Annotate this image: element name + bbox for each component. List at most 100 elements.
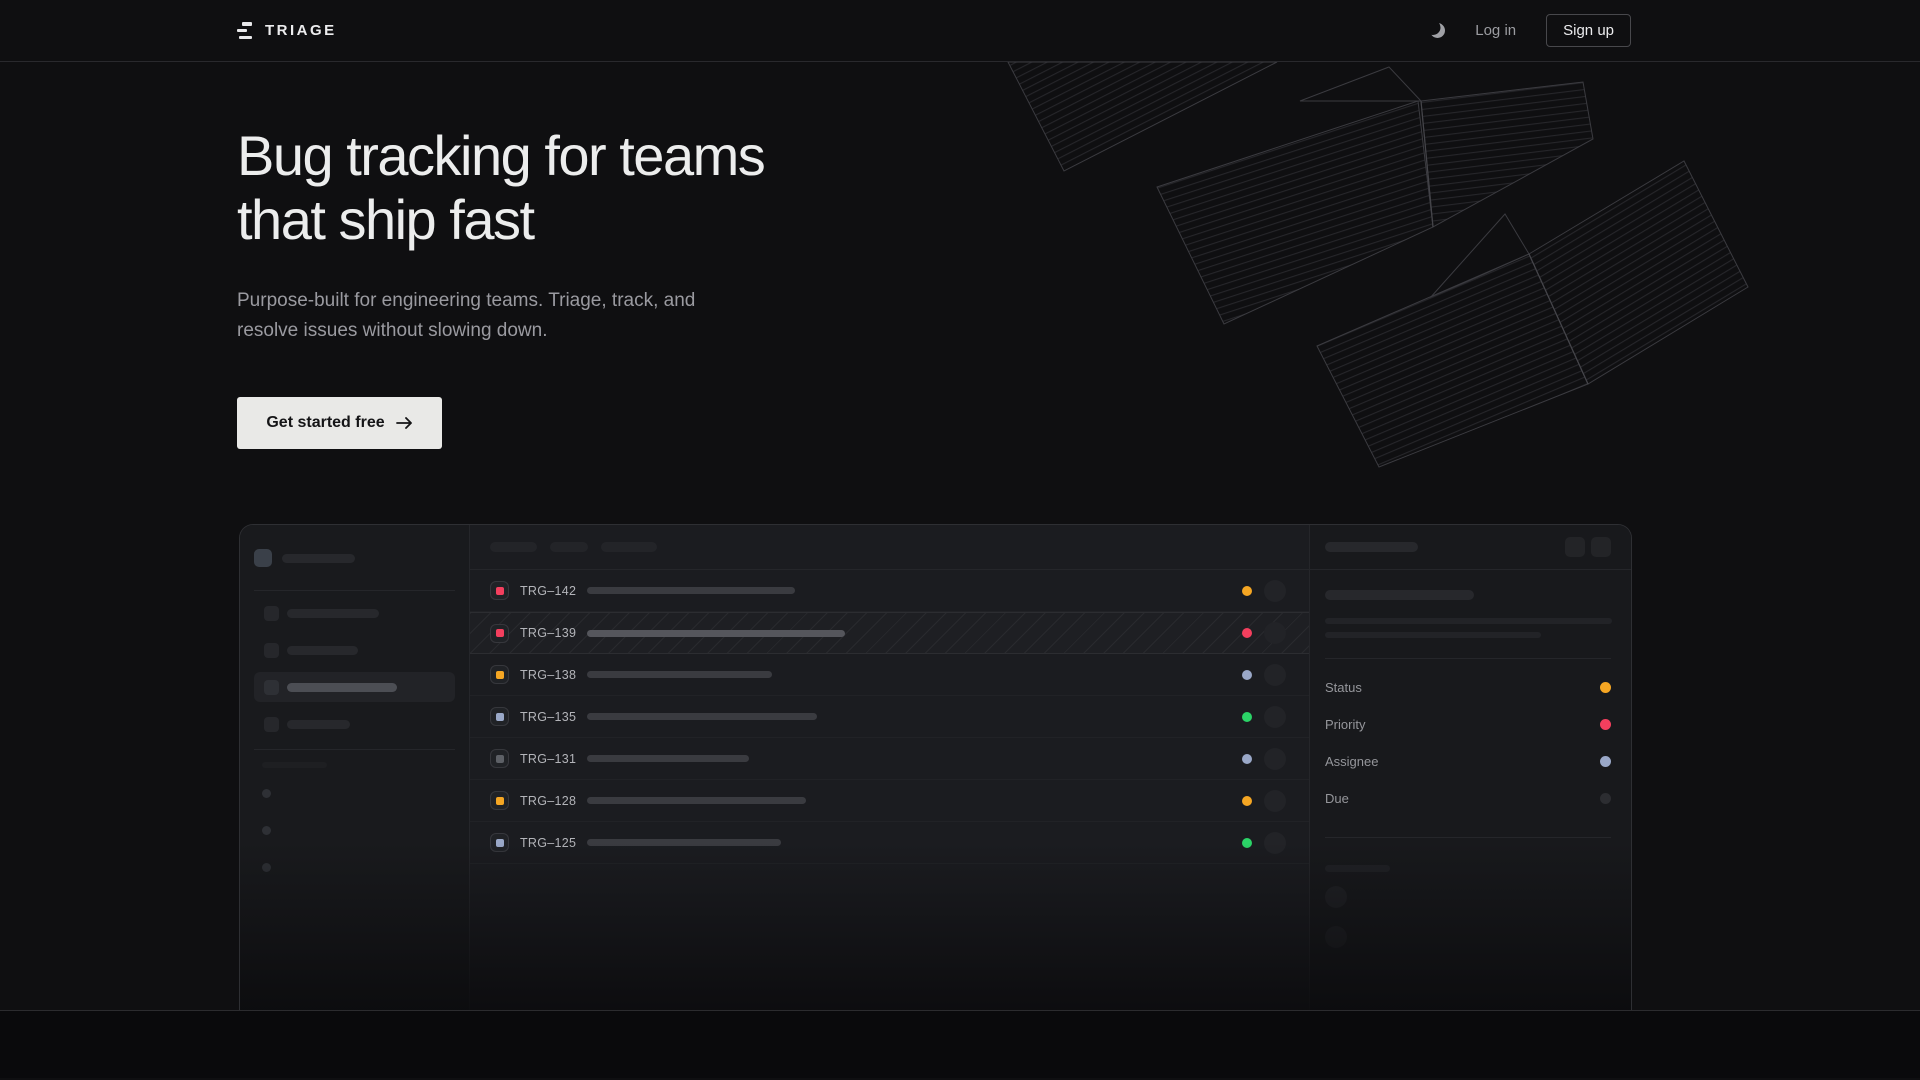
sidebar-item bbox=[254, 635, 455, 665]
status-dot bbox=[1242, 795, 1252, 806]
detail-action-button bbox=[1565, 537, 1585, 557]
status-dot bbox=[1242, 669, 1252, 680]
property-row: Due bbox=[1325, 780, 1611, 817]
hero-title-line1: Bug tracking for teams bbox=[237, 124, 766, 187]
property-value-dot bbox=[1600, 756, 1611, 767]
status-dot bbox=[1242, 585, 1252, 596]
issue-title-placeholder bbox=[587, 629, 845, 637]
filter-tab-placeholder bbox=[490, 542, 537, 552]
issue-row: TRG–138 bbox=[470, 654, 1309, 696]
issue-list-header bbox=[470, 525, 1309, 570]
dark-mode-toggle-icon[interactable] bbox=[1430, 23, 1445, 38]
hero-title: Bug tracking for teams that ship fast bbox=[237, 124, 766, 252]
hero-title-line2: that ship fast bbox=[237, 188, 535, 251]
property-label: Priority bbox=[1325, 717, 1366, 732]
priority-icon bbox=[490, 833, 509, 852]
issue-id: TRG–135 bbox=[520, 709, 577, 724]
triage-logo-icon bbox=[237, 22, 253, 39]
priority-icon bbox=[490, 623, 509, 643]
priority-icon bbox=[490, 791, 509, 810]
workspace-switcher bbox=[254, 549, 455, 567]
workspace-name-placeholder bbox=[282, 553, 355, 563]
issue-row: TRG–131 bbox=[470, 738, 1309, 780]
issue-title-placeholder bbox=[587, 839, 781, 846]
assignee-avatar bbox=[1264, 705, 1286, 728]
login-link[interactable]: Log in bbox=[1475, 22, 1517, 39]
brand-name: TRIAGE bbox=[265, 22, 337, 39]
sidebar-item-icon bbox=[264, 642, 279, 658]
get-started-button[interactable]: Get started free bbox=[237, 397, 442, 449]
property-row: Status bbox=[1325, 669, 1611, 706]
comment-avatar-placeholder bbox=[1325, 886, 1347, 908]
detail-title-placeholder bbox=[1325, 542, 1418, 552]
workspace-avatar bbox=[254, 549, 272, 567]
sidebar-item bbox=[254, 709, 455, 739]
mockup-sidebar bbox=[240, 525, 470, 1010]
sidebar-item-placeholder bbox=[287, 719, 350, 729]
assignee-avatar bbox=[1264, 831, 1286, 854]
sidebar-item-placeholder bbox=[287, 645, 358, 655]
filter-tab-placeholder bbox=[550, 542, 588, 552]
issue-list: TRG–142 TRG–139 TRG–138 TRG–135 bbox=[470, 525, 1309, 1010]
divider bbox=[254, 749, 455, 750]
sidebar-section-label-placeholder bbox=[262, 762, 327, 768]
issue-title-placeholder bbox=[1325, 590, 1474, 600]
issue-row: TRG–142 bbox=[470, 570, 1309, 612]
property-row: Priority bbox=[1325, 706, 1611, 743]
assignee-avatar bbox=[1264, 663, 1286, 686]
assignee-avatar bbox=[1264, 747, 1286, 770]
priority-icon bbox=[490, 665, 509, 684]
issue-row: TRG–128 bbox=[470, 780, 1309, 822]
divider bbox=[254, 590, 455, 591]
sidebar-item-icon bbox=[264, 716, 279, 732]
arrow-right-icon bbox=[395, 417, 412, 429]
nav-actions: Log in Sign up bbox=[1430, 14, 1631, 47]
issue-id: TRG–131 bbox=[520, 751, 577, 766]
assignee-avatar bbox=[1264, 579, 1286, 602]
issue-id: TRG–125 bbox=[520, 835, 577, 850]
footer bbox=[0, 1011, 1920, 1078]
issue-title-placeholder bbox=[587, 713, 817, 720]
top-nav: TRIAGE Log in Sign up bbox=[0, 0, 1920, 62]
detail-header bbox=[1310, 525, 1631, 570]
issue-detail-panel: Status Priority Assignee Due bbox=[1309, 525, 1631, 1010]
wireframe-decoration bbox=[1007, 62, 1749, 468]
issue-row: TRG–135 bbox=[470, 696, 1309, 738]
status-dot bbox=[1242, 711, 1252, 722]
assignee-avatar bbox=[1264, 789, 1286, 812]
sidebar-item-placeholder bbox=[287, 682, 397, 692]
issue-id: TRG–142 bbox=[520, 583, 577, 598]
issue-title-placeholder bbox=[587, 587, 795, 594]
divider bbox=[1325, 658, 1611, 659]
issue-row: TRG–125 bbox=[470, 822, 1309, 864]
description-line-placeholder bbox=[1325, 618, 1612, 624]
property-value-dot bbox=[1600, 793, 1611, 804]
property-list: Status Priority Assignee Due bbox=[1325, 669, 1611, 817]
get-started-label: Get started free bbox=[266, 414, 385, 431]
brand-logo: TRIAGE bbox=[237, 22, 337, 39]
property-value-dot bbox=[1600, 719, 1611, 730]
status-dot bbox=[1242, 837, 1252, 848]
hero-section: Bug tracking for teams that ship fast Pu… bbox=[0, 62, 1920, 1011]
detail-body: Status Priority Assignee Due bbox=[1310, 590, 1631, 948]
sidebar-list-dot bbox=[262, 826, 271, 835]
signup-button[interactable]: Sign up bbox=[1546, 14, 1631, 47]
issue-id: TRG–138 bbox=[520, 667, 577, 682]
hero-subtitle: Purpose-built for engineering teams. Tri… bbox=[237, 290, 696, 341]
priority-icon bbox=[490, 707, 509, 726]
status-dot bbox=[1242, 753, 1252, 764]
divider bbox=[1325, 837, 1611, 838]
issue-row-selected: TRG–139 bbox=[470, 612, 1309, 654]
property-value-dot bbox=[1600, 682, 1611, 693]
property-row: Assignee bbox=[1325, 743, 1611, 780]
sidebar-item-icon bbox=[264, 679, 279, 695]
description-line-placeholder bbox=[1325, 632, 1541, 638]
sidebar-item bbox=[254, 598, 455, 628]
status-dot bbox=[1242, 628, 1252, 638]
issue-title-placeholder bbox=[587, 797, 806, 804]
property-label: Assignee bbox=[1325, 754, 1379, 769]
activity-label-placeholder bbox=[1325, 865, 1390, 872]
issue-id: TRG–128 bbox=[520, 793, 577, 808]
issue-title-placeholder bbox=[587, 755, 749, 762]
priority-icon bbox=[490, 581, 509, 600]
